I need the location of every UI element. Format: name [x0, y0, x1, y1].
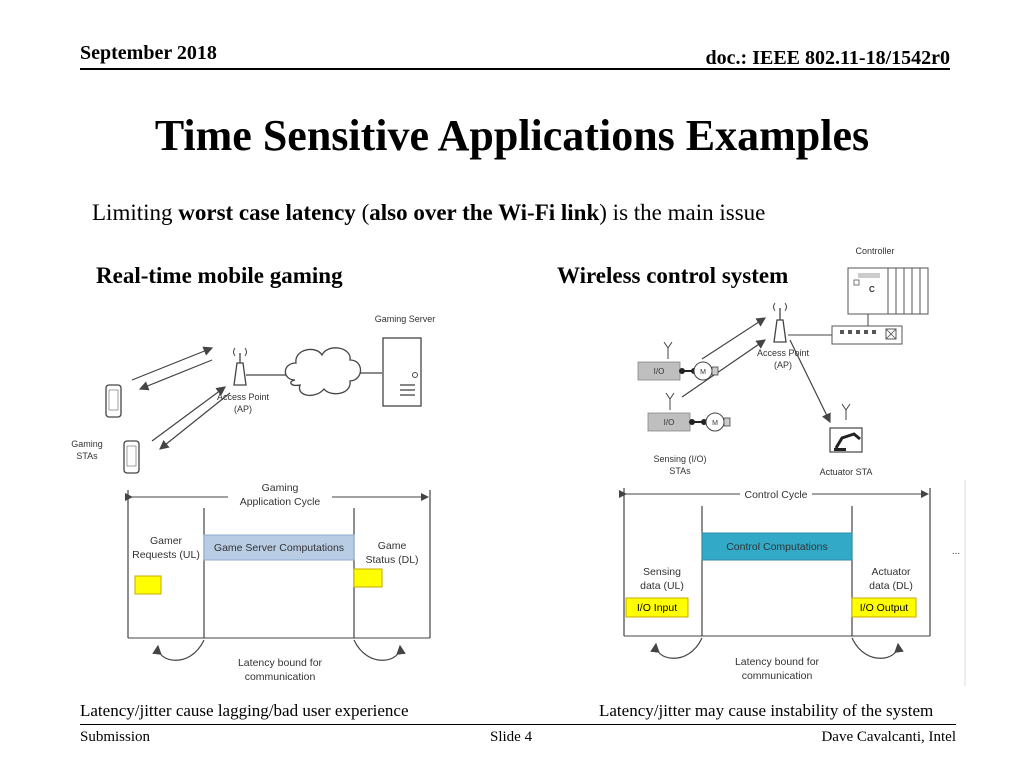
controller-icon: C [847, 267, 929, 315]
control-ap-label-2: (AP) [774, 360, 792, 370]
control-network-diagram: Controller C Access Point (AP) I/O [637, 246, 929, 477]
control-latency-label-1: Latency bound for [735, 656, 820, 668]
game-status-label-2: Status (DL) [365, 554, 418, 566]
gamer-requests-label-2: Requests (UL) [132, 549, 200, 561]
gaming-caption: Latency/jitter cause lagging/bad user ex… [80, 701, 409, 720]
subtitle-bold-wifi: also over the Wi-Fi link [369, 200, 600, 225]
gaming-stas-label-2: STAs [76, 451, 98, 461]
cloud-icon [284, 347, 362, 396]
io-input-label: I/O Input [637, 602, 677, 614]
control-caption: Latency/jitter may cause instability of … [599, 701, 934, 720]
footer-author: Dave Cavalcanti, Intel [821, 729, 956, 745]
control-computations-box [701, 532, 853, 561]
game-status-label-1: Game [378, 540, 407, 552]
control-latency-label-2: communication [742, 670, 813, 682]
game-server-computations-box [203, 534, 355, 561]
io-label-1: I/O [654, 367, 665, 376]
actuator-sta-label: Actuator STA [820, 467, 873, 477]
actuator-data-label-2: data (DL) [869, 580, 913, 592]
sensing-data-label-1: Sensing [643, 566, 681, 578]
phone-icon [105, 384, 122, 418]
sensing-data-label-2: data (UL) [640, 580, 684, 592]
uplink-packet-box [134, 575, 162, 595]
gaming-server-label: Gaming Server [375, 314, 436, 324]
robot-arm-icon [829, 403, 863, 453]
gaming-ap-label-2: (AP) [234, 404, 252, 414]
access-point-icon [773, 302, 787, 343]
server-icon [382, 337, 422, 407]
slide-subtitle: Limiting worst case latency (also over t… [92, 200, 765, 226]
subtitle-pre: Limiting [92, 200, 179, 225]
sensing-stas-label-2: STAs [669, 466, 691, 476]
slide-title: Time Sensitive Applications Examples [154, 111, 870, 160]
subtitle-post: ) is the main issue [599, 200, 766, 225]
gaming-stas-label-1: Gaming [71, 439, 103, 449]
sensing-stas-label-1: Sensing (I/O) [653, 454, 706, 464]
game-server-computations-label: Game Server Computations [214, 542, 344, 554]
network-switch-icon [831, 325, 903, 345]
header-rule [80, 68, 950, 70]
io-output-box [851, 597, 917, 618]
plc-label: C [869, 285, 875, 294]
gaming-timing-diagram: Gaming Application Cycle Game Server Com… [125, 482, 431, 683]
gaming-cycle-label-1: Gaming [262, 482, 299, 494]
control-timing-diagram: Control Cycle Control Computations Sensi… [619, 480, 966, 686]
footer-rule [80, 724, 956, 725]
gaming-latency-label-1: Latency bound for [238, 657, 323, 669]
footer-submission: Submission [80, 729, 151, 745]
actuator-data-label-1: Actuator [871, 566, 911, 578]
io-output-label: I/O Output [860, 602, 909, 614]
subtitle-bold-latency: worst case latency [178, 200, 356, 225]
continuation-dots: ... [952, 546, 960, 557]
footer-slide-number: Slide 4 [490, 729, 533, 745]
header-date: September 2018 [80, 42, 217, 64]
downlink-packet-box [353, 568, 383, 588]
io-label-2: I/O [664, 418, 675, 427]
controller-label: Controller [855, 246, 894, 256]
phone-icon [123, 440, 140, 474]
motor-label-2: M [712, 420, 718, 427]
gamer-requests-label-1: Gamer [150, 535, 183, 547]
gaming-cycle-label-2: Application Cycle [240, 496, 321, 508]
access-point-icon [233, 347, 247, 386]
control-computations-label: Control Computations [726, 541, 828, 553]
gaming-heading: Real-time mobile gaming [96, 263, 343, 288]
header-doc-id: doc.: IEEE 802.11-18/1542r0 [705, 47, 950, 69]
control-ap-label-1: Access Point [757, 348, 810, 358]
gaming-ap-label-1: Access Point [217, 392, 270, 402]
control-cycle-label: Control Cycle [744, 489, 807, 501]
motor-label-1: M [700, 369, 706, 376]
control-heading: Wireless control system [557, 263, 789, 288]
subtitle-mid: ( [355, 200, 370, 225]
gaming-latency-label-2: communication [245, 671, 316, 683]
gaming-network-diagram: Gaming STAs Access Point (AP) Gaming Ser… [71, 314, 436, 474]
io-input-box [625, 597, 689, 618]
